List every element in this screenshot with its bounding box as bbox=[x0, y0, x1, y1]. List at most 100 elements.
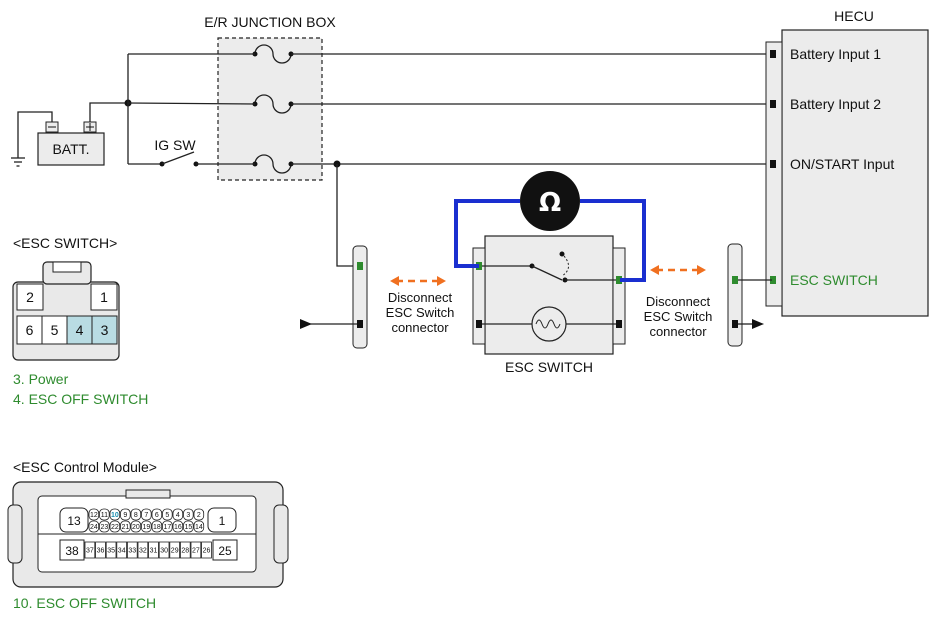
esc-module-pin-15: 15 bbox=[184, 524, 192, 531]
esc-module-pin-cell bbox=[162, 508, 173, 521]
esc-module-pin-34: 34 bbox=[118, 548, 126, 555]
esc-module-pin-6: 6 bbox=[155, 512, 159, 519]
esc-module-pin-cell bbox=[141, 520, 152, 533]
hecu-battery-input-2: Battery Input 2 bbox=[790, 96, 881, 112]
esc-module-pin-cell bbox=[116, 541, 128, 559]
harness-connector-left bbox=[352, 245, 368, 349]
arrow-right-icon bbox=[752, 319, 764, 329]
esc-module-pin-cell bbox=[183, 508, 194, 521]
esc-module-pin-12: 12 bbox=[90, 512, 98, 519]
esc-module-pin-5: 5 bbox=[165, 512, 169, 519]
esc-module-pin-20: 20 bbox=[132, 524, 140, 531]
esc-module-pin-10: 10 bbox=[111, 512, 119, 519]
ohmmeter-symbol: Ω bbox=[539, 188, 561, 218]
esc-module-pin-2: 2 bbox=[197, 512, 201, 519]
esc-switch-pin-3: 3 bbox=[101, 322, 109, 338]
esc-module-pin-19: 19 bbox=[142, 524, 150, 531]
esc-module-pin-cell bbox=[109, 520, 121, 533]
esc-module-pin-cell bbox=[193, 508, 205, 521]
esc-module-pin-1: 1 bbox=[219, 514, 226, 528]
hecu-battery-input-1: Battery Input 1 bbox=[790, 46, 881, 62]
esc-module-pin-cell bbox=[141, 508, 152, 521]
battery: BATT. bbox=[37, 121, 105, 166]
hecu-esc-switch: ESC SWITCH bbox=[790, 272, 878, 288]
esc-module-pin-8: 8 bbox=[134, 512, 138, 519]
disconnect-right-line3: connector bbox=[649, 324, 707, 339]
esc-module-pin-32: 32 bbox=[139, 548, 147, 555]
esc-module-pin-33: 33 bbox=[128, 548, 136, 555]
ohmmeter-icon bbox=[520, 171, 580, 231]
esc-module-pin-cell bbox=[120, 520, 131, 533]
esc-module-pin-cell bbox=[95, 541, 106, 559]
esc-module-pin-cell bbox=[201, 541, 212, 559]
esc-module-pin-cell bbox=[130, 520, 142, 533]
esc-module-pin-cell bbox=[183, 520, 194, 533]
esc-module-pin-cell bbox=[99, 520, 110, 533]
esc-module-pin-cell bbox=[151, 508, 163, 521]
esc-module-pin-3: 3 bbox=[186, 512, 190, 519]
esc-module-pin-31: 31 bbox=[150, 548, 158, 555]
esc-module-pin-cell bbox=[130, 508, 142, 521]
esc-module-pin-30: 30 bbox=[160, 548, 168, 555]
esc-module-pin-7: 7 bbox=[144, 512, 148, 519]
esc-module-pin-cell bbox=[158, 541, 170, 559]
esc-module-pin-11: 11 bbox=[101, 512, 108, 519]
esc-module-pin-cell bbox=[169, 541, 181, 559]
esc-switch-pin-2: 2 bbox=[26, 289, 34, 305]
junction-box bbox=[217, 37, 323, 181]
esc-module-pin-cell bbox=[179, 541, 191, 559]
esc-switch-pin-right bbox=[612, 247, 626, 345]
junction-box-title: E/R JUNCTION BOX bbox=[204, 14, 336, 30]
hecu-module bbox=[781, 29, 929, 317]
harness-connector-right bbox=[727, 243, 743, 347]
esc-module-pin-27: 27 bbox=[192, 548, 200, 555]
esc-module-pin-13: 13 bbox=[67, 514, 81, 528]
esc-module-pin-14: 14 bbox=[195, 524, 203, 531]
esc-module-pin-26: 26 bbox=[203, 548, 211, 555]
esc-switch-connector bbox=[12, 261, 120, 361]
esc-module-connector bbox=[7, 481, 289, 588]
hecu-title: HECU bbox=[834, 8, 874, 24]
esc-module-pin-17: 17 bbox=[163, 524, 171, 531]
esc-module-pin-36: 36 bbox=[97, 548, 105, 555]
disconnect-left-line3: connector bbox=[391, 320, 449, 335]
esc-module-pin-25: 25 bbox=[218, 544, 232, 558]
esc-module-pin-22: 22 bbox=[111, 524, 119, 531]
esc-module-pin-cell bbox=[88, 508, 100, 521]
esc-module-pin-38: 38 bbox=[65, 544, 79, 558]
arrow-left-icon bbox=[300, 319, 312, 329]
esc-module-pin-cell bbox=[193, 520, 205, 533]
meter-lead-right bbox=[580, 199, 646, 282]
disconnect-arrow-left bbox=[390, 276, 446, 286]
esc-module-pin-cell bbox=[109, 508, 121, 521]
esc-switch-note-off-switch: 4. ESC OFF SWITCH bbox=[13, 391, 148, 407]
esc-module-pin-cell bbox=[88, 520, 100, 533]
esc-switch-note-power: 3. Power bbox=[13, 371, 69, 387]
disconnect-right-line2: ESC Switch bbox=[644, 309, 713, 324]
esc-module-pin-cell bbox=[190, 541, 202, 559]
esc-module-pin-cell bbox=[99, 508, 110, 521]
esc-switch-connector-title: <ESC SWITCH> bbox=[13, 235, 117, 251]
disconnect-arrow-right bbox=[650, 265, 706, 275]
disconnect-left-line1: Disconnect bbox=[388, 290, 453, 305]
esc-module-pin-24: 24 bbox=[90, 524, 98, 531]
battery-label: BATT. bbox=[52, 141, 89, 157]
esc-module-pin-cell bbox=[172, 520, 184, 533]
esc-module-pin-cell bbox=[151, 520, 163, 533]
esc-module-pin-cell bbox=[162, 520, 173, 533]
esc-module-pin-23: 23 bbox=[100, 524, 108, 531]
esc-module-connector-title: <ESC Control Module> bbox=[13, 459, 157, 475]
esc-module-pin-4: 4 bbox=[176, 512, 180, 519]
esc-switch-pin-5: 5 bbox=[51, 322, 59, 338]
disconnect-right-line1: Disconnect bbox=[646, 294, 711, 309]
esc-module-note-off-switch: 10. ESC OFF SWITCH bbox=[13, 595, 156, 611]
esc-module-pin-28: 28 bbox=[181, 548, 189, 555]
hecu-on-start-input: ON/START Input bbox=[790, 156, 894, 172]
esc-module-pin-cell bbox=[127, 541, 138, 559]
disconnect-left-line2: ESC Switch bbox=[386, 305, 455, 320]
hecu-connector bbox=[765, 41, 783, 307]
esc-module-pin-35: 35 bbox=[107, 548, 115, 555]
ignition-switch-label: IG SW bbox=[154, 137, 196, 153]
